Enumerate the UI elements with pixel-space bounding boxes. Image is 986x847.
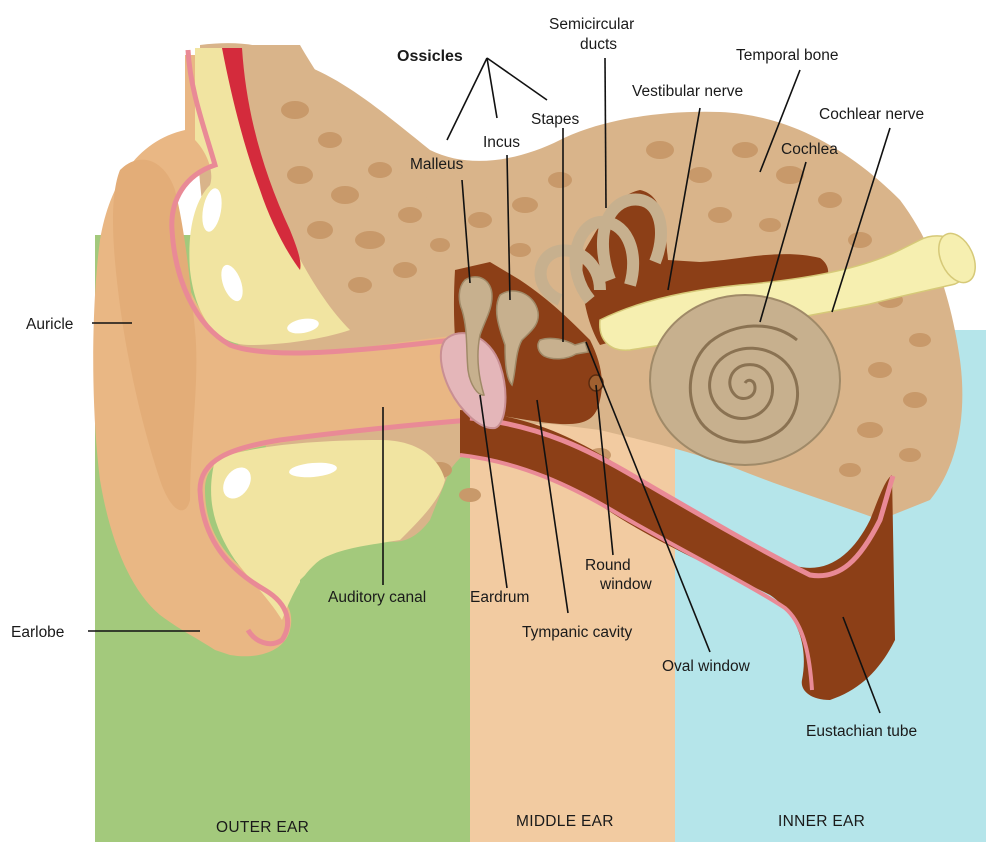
region-label-inner: INNER EAR xyxy=(778,813,865,830)
label-eustachian-tube: Eustachian tube xyxy=(806,723,917,740)
label-oval-window: Oval window xyxy=(662,658,751,675)
outer-ear-notch xyxy=(300,543,470,842)
label-eardrum: Eardrum xyxy=(470,589,529,606)
label-semicircular-2: ducts xyxy=(580,36,617,53)
label-round-window-2: window xyxy=(599,576,652,593)
label-auricle: Auricle xyxy=(26,316,73,333)
label-semicircular-1: Semicircular xyxy=(549,16,634,33)
label-cochlea: Cochlea xyxy=(781,141,838,158)
cochlea xyxy=(650,295,840,465)
label-auditory-canal: Auditory canal xyxy=(328,589,426,606)
label-vestibular-nerve: Vestibular nerve xyxy=(632,83,743,100)
label-ossicles: Ossicles xyxy=(397,48,463,65)
label-tympanic-cavity: Tympanic cavity xyxy=(522,624,633,641)
label-cochlear-nerve: Cochlear nerve xyxy=(819,106,924,123)
label-malleus: Malleus xyxy=(410,156,464,173)
label-incus: Incus xyxy=(483,134,520,151)
region-label-outer: OUTER EAR xyxy=(216,819,309,836)
label-stapes: Stapes xyxy=(531,111,580,128)
region-label-middle: MIDDLE EAR xyxy=(516,813,614,830)
label-earlobe: Earlobe xyxy=(11,624,64,641)
label-temporal-bone: Temporal bone xyxy=(736,47,839,64)
label-round-window-1: Round xyxy=(585,557,631,574)
